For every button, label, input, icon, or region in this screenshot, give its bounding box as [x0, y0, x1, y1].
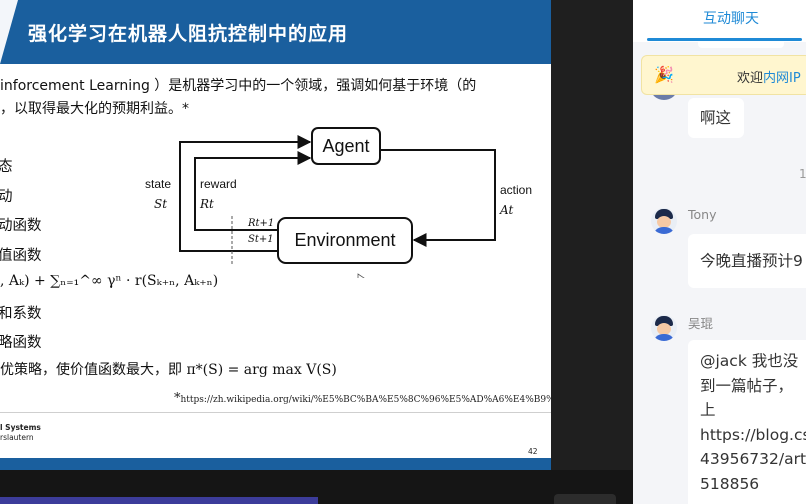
- next-reward-symbol: Rt+1: [247, 218, 274, 229]
- party-popper-icon: 🎉: [654, 65, 674, 84]
- chat-message-bubble: 啊这: [688, 98, 744, 138]
- term-discount-factor: 和系数: [0, 306, 42, 322]
- environment-box: [277, 217, 413, 264]
- slide-title: 强化学习在机器人阻抗控制中的应用: [28, 23, 349, 45]
- avatar: [651, 208, 677, 234]
- presentation-slide: 强化学习在机器人阻抗控制中的应用 inforcement Learning ）是…: [0, 0, 551, 470]
- chat-tab-bar: 互动聊天: [633, 0, 806, 42]
- chat-message-text: 啊这: [700, 109, 732, 127]
- reward-arrow: [194, 151, 312, 231]
- chat-message-line: 到一篇帖子，: [700, 376, 794, 395]
- term-action: 动: [0, 189, 13, 205]
- footer-institute-line2: rslautern: [0, 433, 34, 442]
- agent-label: Agent: [322, 136, 369, 156]
- slide-page-number: 42: [528, 447, 538, 456]
- chat-message-link[interactable]: 518856: [700, 474, 760, 493]
- bottom-control-button[interactable]: [554, 494, 616, 504]
- slide-header-notch: [0, 0, 18, 64]
- intro-line-2: ，以取得最大化的预期利益。*: [0, 101, 189, 117]
- footer-institute-line1: l Systems: [0, 423, 41, 432]
- chat-message-line: 上: [700, 401, 716, 419]
- slide-divider: [0, 412, 551, 413]
- previous-message-bubble: [698, 42, 784, 48]
- term-action-value-function: 动函数: [0, 218, 42, 234]
- reward-label: reward: [200, 177, 237, 191]
- slide-header-bar: 强化学习在机器人阻抗控制中的应用: [0, 0, 551, 64]
- action-arrow: [380, 149, 496, 247]
- welcome-ip-link[interactable]: 内网IP: [763, 71, 801, 86]
- reference-star: *: [174, 391, 181, 406]
- welcome-notice: 🎉 欢迎内网IP: [641, 55, 806, 95]
- chat-panel: 互动聊天 🎉 欢迎内网IP 啊这 1 Tony 今晚直播预计9 吴琨 @jack…: [633, 0, 806, 504]
- term-policy-function: 略函数: [0, 335, 42, 351]
- avatar: [651, 315, 677, 341]
- optimal-policy-text: 优策略，使价值函数最大，即: [0, 362, 182, 378]
- bottom-progress-strip: [0, 497, 318, 504]
- tab-active-indicator: [647, 38, 802, 41]
- state-label: state: [145, 177, 171, 191]
- tab-interactive-chat[interactable]: 互动聊天: [703, 11, 759, 27]
- action-label: action: [500, 183, 532, 197]
- rl-agent-environment-diagram: Agent Environment state St reward Rt act…: [145, 127, 532, 278]
- state-symbol: St: [154, 197, 167, 211]
- optimal-policy-line: 优策略，使价值函数最大，即 π*(S) = arg max V(S): [0, 359, 337, 379]
- message-timestamp: 1: [799, 167, 806, 181]
- chat-message-bubble: @jack 我也没 到一篇帖子， 上 https://blog.cs 43956…: [688, 340, 806, 504]
- video-letterbox-gap: [551, 0, 633, 504]
- agent-box: [311, 127, 381, 165]
- chat-username: Tony: [688, 207, 717, 222]
- chat-message-text: 今晚直播预计9: [700, 252, 803, 270]
- reference-url: https://zh.wikipedia.org/wiki/%E5%BC%BA%…: [180, 395, 552, 405]
- optimal-policy-formula: π*(S) = arg max V(S): [186, 362, 337, 378]
- chat-message-link[interactable]: https://blog.cs: [700, 425, 806, 444]
- welcome-text: 欢迎内网IP: [737, 67, 801, 86]
- next-state-symbol: St+1: [248, 234, 274, 245]
- chat-username: 吴琨: [688, 316, 714, 331]
- state-arrow: [179, 135, 312, 252]
- mouse-cursor-icon: [357, 273, 365, 278]
- reward-symbol: Rt: [199, 197, 214, 211]
- chat-message-bubble: 今晚直播预计9: [688, 234, 806, 288]
- slide-bottom-bar: [0, 458, 551, 470]
- reference: *https://zh.wikipedia.org/wiki/%E5%BC%BA…: [174, 391, 551, 406]
- intro-line-1: inforcement Learning ）是机器学习中的一个领域，强调如何基于…: [0, 78, 477, 94]
- environment-label: Environment: [294, 230, 395, 250]
- term-value-function: 值函数: [0, 248, 42, 264]
- chat-message-line: @jack 我也没: [700, 352, 799, 370]
- chat-message-link[interactable]: 43956732/arti: [700, 450, 806, 468]
- return-formula: , Aₖ) + ∑ₙ₌₁^∞ γⁿ · r(Sₖ₊ₙ, Aₖ₊ₙ): [0, 273, 219, 289]
- term-state: 态: [0, 159, 13, 175]
- welcome-prefix: 欢迎: [737, 71, 764, 86]
- action-symbol: At: [499, 203, 513, 217]
